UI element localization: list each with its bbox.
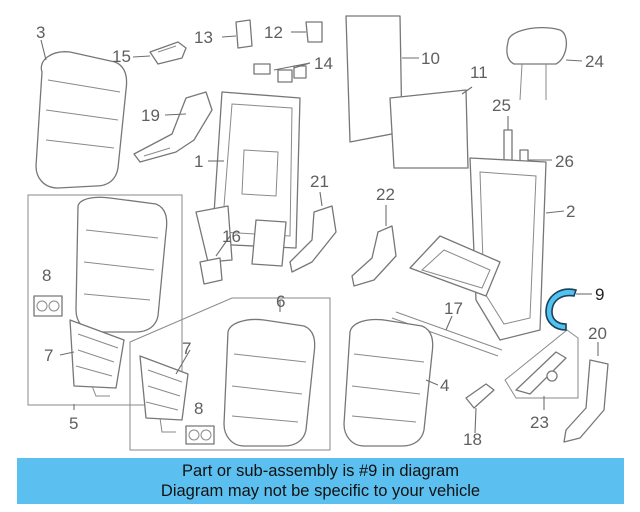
callout-8-lower: 8	[194, 399, 203, 418]
part-24-headrest[interactable]	[506, 27, 567, 101]
part-7-seat-mat-upper[interactable]	[69, 319, 125, 397]
callout-22: 22	[376, 185, 395, 204]
callout-10: 10	[421, 49, 440, 68]
callout-20: 20	[588, 324, 607, 343]
callout-18: 18	[463, 430, 482, 449]
callout-6: 6	[276, 292, 285, 311]
part-25-pin[interactable]	[503, 129, 513, 161]
part-19-side-trim[interactable]	[133, 91, 213, 163]
part-7-seat-mat-lower[interactable]	[139, 355, 189, 433]
callout-15: 15	[112, 47, 131, 66]
callout-26: 26	[555, 152, 574, 171]
part-21-trim[interactable]	[289, 205, 337, 273]
part-4-seatback[interactable]	[343, 318, 434, 447]
callout-4: 4	[440, 376, 449, 395]
callout-8-upper: 8	[42, 266, 51, 285]
part-5-seatback-assembly[interactable]	[75, 196, 168, 333]
info-banner: Part or sub-assembly is #9 in diagram Di…	[17, 458, 624, 504]
part-8-clips-upper[interactable]	[33, 295, 63, 317]
callout-24: 24	[585, 52, 604, 71]
callout-7-lower: 7	[182, 339, 191, 358]
callout-12: 12	[264, 23, 283, 42]
banner-line-1: Part or sub-assembly is #9 in diagram	[182, 462, 459, 480]
callout-13: 13	[194, 28, 213, 47]
callout-3: 3	[36, 23, 45, 42]
group-box-23	[504, 329, 579, 399]
part-23-trim-set[interactable]	[515, 351, 567, 395]
part-15-bracket[interactable]	[149, 41, 187, 65]
callout-25: 25	[492, 96, 511, 115]
leader-lines	[40, 31, 599, 434]
callout-19: 19	[141, 106, 160, 125]
part-3-seatback-cover[interactable]	[35, 51, 128, 189]
callout-16: 16	[222, 227, 241, 246]
part-8-clips-lower[interactable]	[185, 425, 215, 445]
part-20-side-cover[interactable]	[563, 359, 609, 443]
part-6-seatback-assembly[interactable]	[223, 318, 316, 447]
callout-5: 5	[69, 414, 78, 433]
callout-23: 23	[530, 413, 549, 432]
part-2-seat-frame[interactable]	[409, 157, 547, 341]
part-22-trim[interactable]	[351, 225, 397, 287]
callout-7-upper: 7	[44, 346, 53, 365]
callout-1: 1	[194, 152, 203, 171]
part-13-clip[interactable]	[235, 19, 253, 49]
group-box-6	[129, 297, 331, 451]
part-9-bracket-highlighted[interactable]	[545, 288, 578, 331]
callout-21: 21	[310, 172, 329, 191]
callout-numbers: 3 15 13 12 14 19 1 10 11 24 25 26 2 21 2…	[36, 23, 607, 449]
part-12-clip[interactable]	[305, 21, 323, 43]
callout-9: 9	[595, 285, 604, 304]
part-11-back-panel[interactable]	[389, 89, 469, 169]
callout-2: 2	[566, 202, 575, 221]
callout-17: 17	[444, 299, 463, 318]
callout-11: 11	[470, 63, 488, 82]
part-16-block[interactable]	[199, 257, 223, 285]
callout-14: 14	[314, 54, 333, 73]
part-18-cap[interactable]	[465, 383, 495, 409]
part-1-seat-frame[interactable]	[195, 91, 301, 267]
banner-line-2: Diagram may not be specific to your vehi…	[160, 482, 481, 500]
